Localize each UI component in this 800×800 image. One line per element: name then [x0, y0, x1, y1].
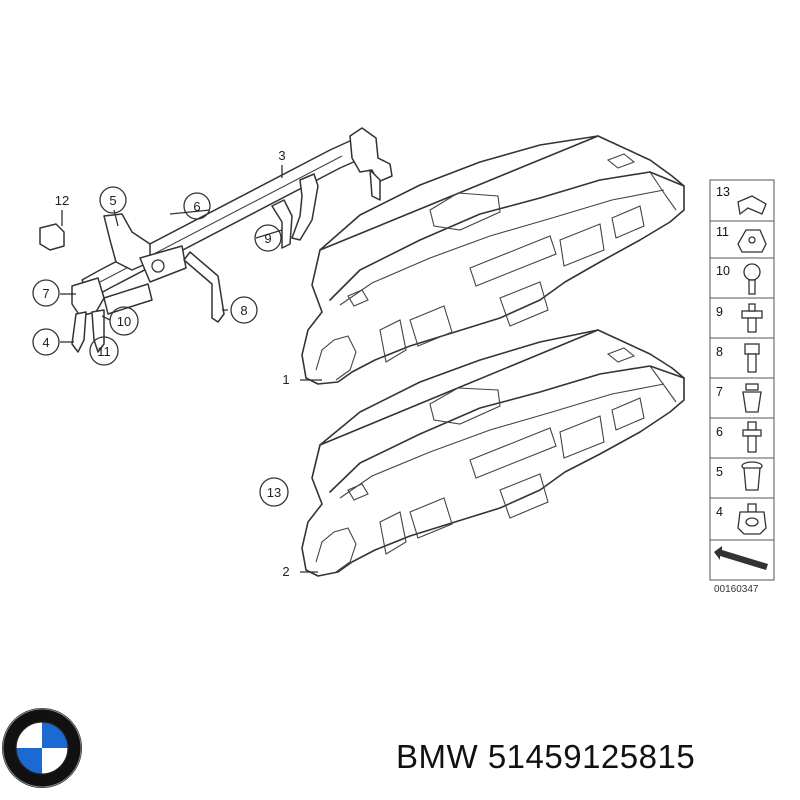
legend-row-11: 11: [716, 225, 767, 253]
svg-text:9: 9: [716, 305, 723, 319]
callout-1: 1: [282, 372, 289, 387]
dashboard-upper: [301, 135, 685, 385]
svg-text:10: 10: [716, 264, 730, 278]
callout-10: 10: [109, 306, 139, 336]
legend-row-10: 10: [716, 263, 761, 295]
svg-text:3: 3: [278, 148, 285, 163]
fastener-legend: 13 11 10 9 8 7 6: [709, 179, 775, 595]
callout-6: 6: [183, 192, 211, 220]
svg-text:4: 4: [716, 505, 723, 519]
legend-row-7: 7: [716, 383, 762, 413]
callout-8: 8: [230, 296, 258, 324]
svg-text:11: 11: [97, 344, 111, 359]
legend-row-4: 4: [716, 503, 767, 535]
legend-row-9: 9: [716, 303, 763, 333]
callout-13: 13: [259, 477, 289, 507]
svg-text:11: 11: [716, 225, 729, 239]
svg-text:13: 13: [267, 485, 281, 500]
legend-row-5: 5: [716, 461, 763, 491]
svg-text:2: 2: [282, 564, 289, 579]
svg-text:7: 7: [716, 385, 723, 399]
svg-text:8: 8: [240, 303, 247, 318]
svg-text:6: 6: [716, 425, 723, 439]
legend-row-13: 13: [716, 185, 767, 216]
callout-9: 9: [254, 224, 282, 252]
svg-text:5: 5: [716, 465, 723, 479]
callout-5: 5: [99, 186, 127, 214]
legend-row-arrow: [714, 546, 768, 570]
legend-row-6: 6: [716, 421, 762, 453]
svg-text:8: 8: [716, 345, 723, 359]
callout-7: 7: [32, 279, 60, 307]
direction-arrow-icon: [714, 546, 768, 570]
part-number-caption: BMW 51459125815: [396, 738, 696, 775]
svg-text:7: 7: [42, 286, 49, 301]
svg-text:9: 9: [264, 231, 271, 246]
callout-4: 4: [32, 328, 60, 356]
callout-11: 11: [89, 336, 119, 366]
reference-code: 00160347: [714, 584, 759, 595]
callout-3: 3: [278, 148, 285, 163]
legend-row-8: 8: [716, 343, 760, 373]
svg-text:12: 12: [55, 193, 69, 208]
dashboard-lower: [301, 329, 685, 577]
svg-text:6: 6: [193, 199, 200, 214]
cross-beam: [39, 127, 393, 353]
svg-text:1: 1: [282, 372, 289, 387]
callouts: 1 2 3 4 5 6 7 8 9: [32, 148, 290, 579]
svg-text:4: 4: [42, 335, 49, 350]
svg-text:10: 10: [117, 314, 131, 329]
leader-lines: [60, 165, 322, 573]
svg-text:5: 5: [109, 193, 116, 208]
bmw-logo: [2, 708, 82, 788]
callout-2: 2: [282, 564, 289, 579]
svg-text:13: 13: [716, 185, 730, 199]
callout-12: 12: [55, 193, 69, 208]
